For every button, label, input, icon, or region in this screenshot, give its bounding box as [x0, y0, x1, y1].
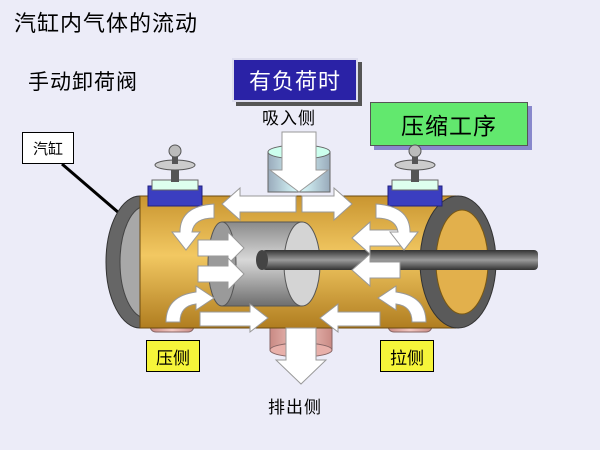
- process-label-box: 压缩工序: [370, 102, 528, 146]
- flow-arrows: [165, 131, 427, 385]
- piston-rod: [256, 250, 538, 270]
- head-side-label: 压侧: [146, 340, 200, 372]
- crank-side-label: 拉侧: [380, 340, 434, 372]
- state-label-box: 有负荷时: [232, 58, 358, 102]
- head-unloader-valve: [147, 144, 203, 207]
- suction-side-label: 吸入侧: [262, 109, 316, 129]
- crank-unloader-valve: [387, 144, 443, 207]
- cylinder-callout: 汽缸: [22, 132, 74, 164]
- valve-title: 手动卸荷阀: [28, 70, 138, 94]
- page-title: 汽缸内气体的流动: [14, 12, 199, 37]
- discharge-side-label: 排出侧: [268, 398, 322, 418]
